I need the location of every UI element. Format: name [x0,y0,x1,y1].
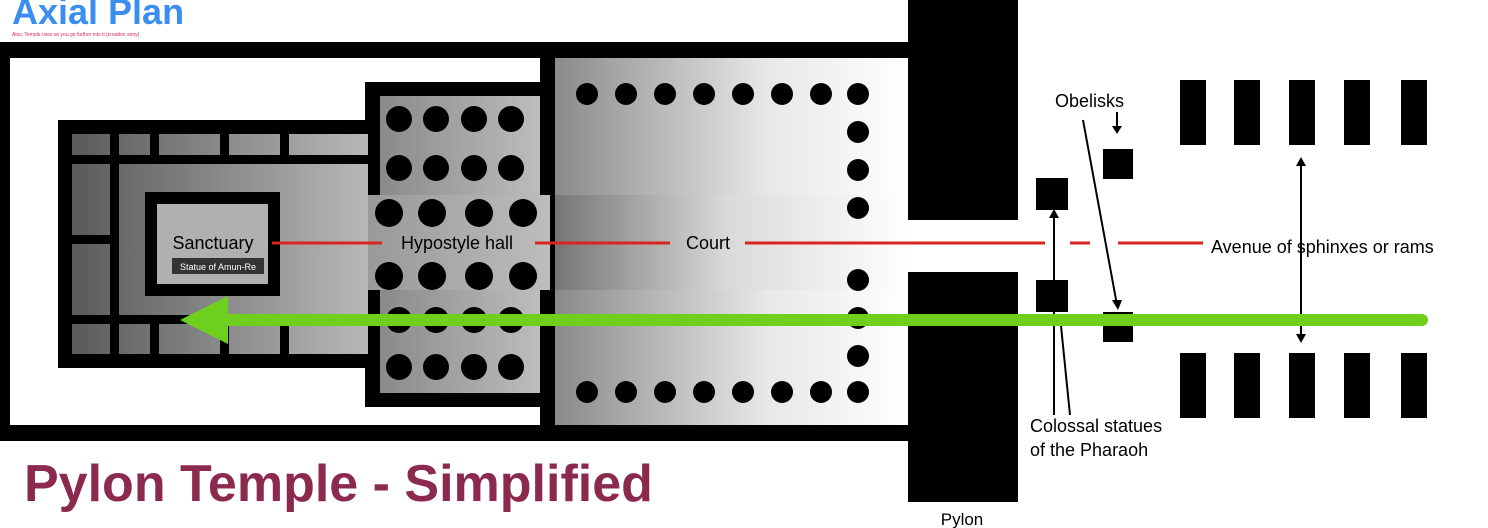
enclosure-wall [0,42,910,441]
colossal-statues [1036,178,1068,312]
court-label: Court [686,233,730,253]
hypostyle-label: Hypostyle hall [401,233,513,253]
sphinx-avenue [1180,80,1427,418]
obelisks-label: Obelisks [1055,91,1124,111]
pharaoh-label: of the Pharaoh [1030,440,1148,460]
pylon-label: Pylon [941,510,984,528]
axial-plan-title: Axial Plan [12,0,185,32]
hypostyle-columns [375,106,537,380]
avenue-label: Avenue of sphinxes or rams [1211,237,1434,257]
arrow-heads [1049,126,1306,343]
obelisks [1103,149,1133,342]
axial-plan-note: Also, Temple rises as you go further int… [12,32,140,38]
court-columns [576,83,869,403]
sanctuary-label: Sanctuary [172,233,253,253]
statue-label: Statue of Amun-Re [180,262,256,272]
leader-lines [1053,112,1302,416]
statue-label-box [172,258,264,274]
main-title: Pylon Temple - Simplified [24,455,653,513]
pylon [908,0,1018,502]
colossal-statues-label: Colossal statues [1030,416,1162,436]
path-arrow [180,296,1428,344]
